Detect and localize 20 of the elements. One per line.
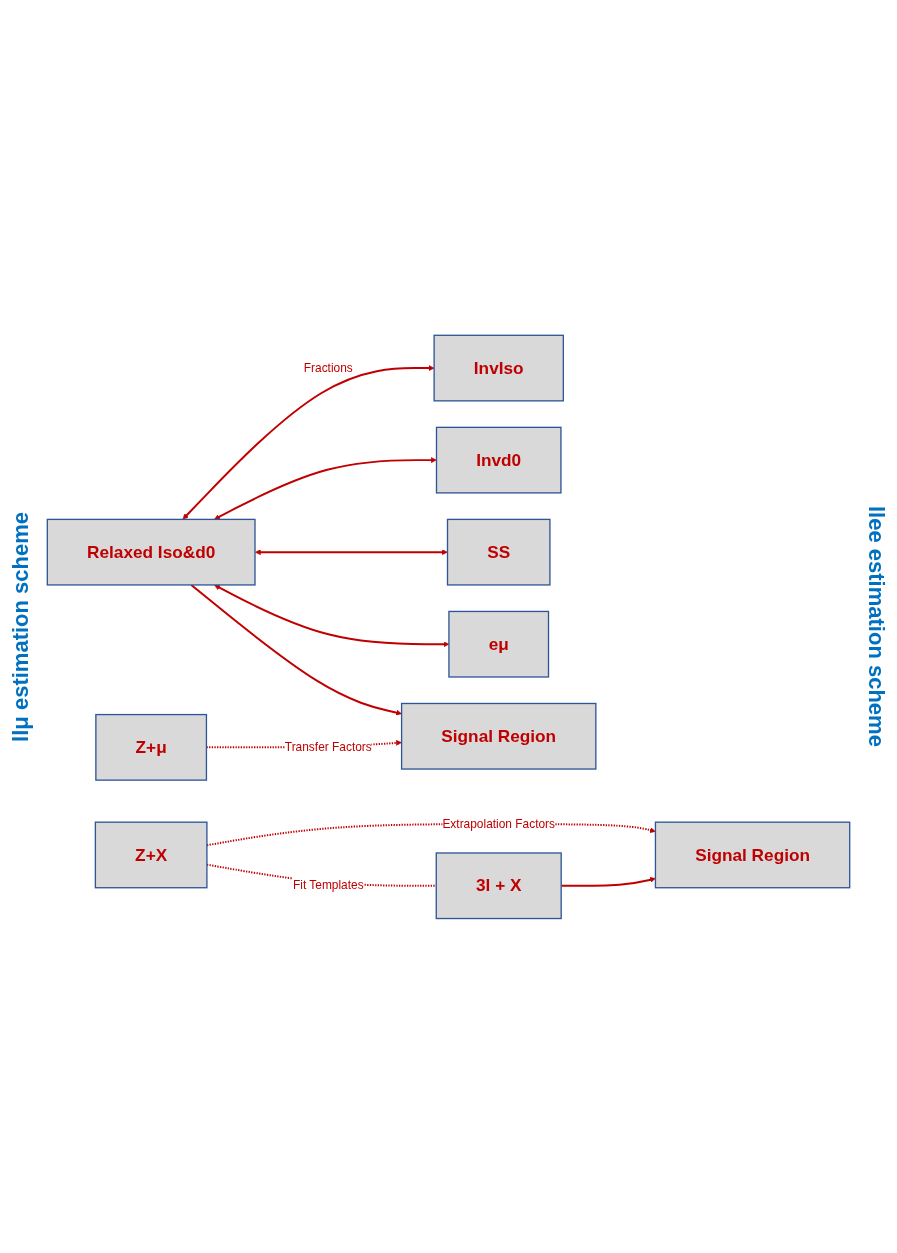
node-box: Relaxed Iso&d0 <box>46 518 256 586</box>
arrow <box>190 583 402 716</box>
node-box: InvIso <box>433 334 564 402</box>
arrow <box>182 364 435 520</box>
node-box: Z+X <box>94 821 208 888</box>
arrow <box>214 456 437 520</box>
scheme-label: llee estimation scheme <box>864 506 889 747</box>
scheme-label: llμ estimation scheme <box>8 511 33 742</box>
node-box: eμ <box>448 610 550 678</box>
node-box: Invd0 <box>435 426 562 494</box>
node-box: Signal Region <box>400 702 597 770</box>
edge-label: Extrapolation Factors <box>442 816 556 831</box>
node-box: SS <box>446 518 551 586</box>
edge-label: Fit Templates <box>292 878 364 892</box>
edge-label: Fractions <box>303 360 353 374</box>
node-box: Z+μ <box>95 713 208 781</box>
edge-label: Transfer Factors <box>284 739 372 754</box>
arrow <box>255 548 448 555</box>
node-box: 3l + X <box>435 851 562 919</box>
node-box: Signal Region <box>654 821 851 888</box>
